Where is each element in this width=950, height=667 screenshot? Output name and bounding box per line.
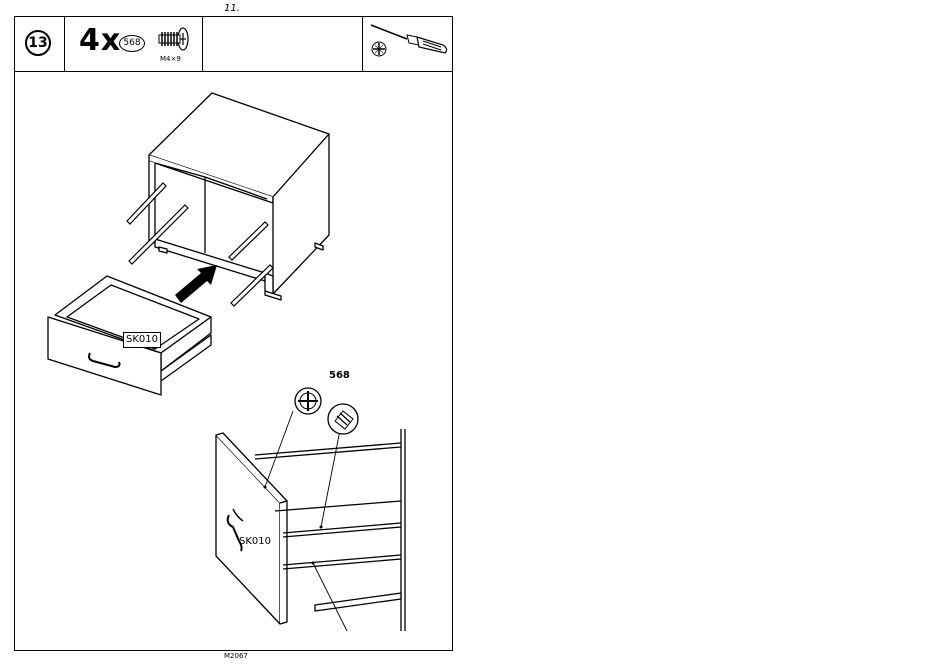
drawer-label: SK010 bbox=[123, 332, 161, 348]
detail-screw-head bbox=[295, 388, 321, 414]
instruction-frame: 13 4x 568 M4×9 bbox=[14, 16, 453, 651]
screw-size: M4×9 bbox=[160, 55, 181, 63]
detail-drawer-label: SK010 bbox=[239, 536, 271, 547]
insert-arrow-icon bbox=[175, 265, 217, 303]
step-number: 13 bbox=[25, 30, 51, 56]
screw-icon bbox=[155, 25, 189, 53]
runner-left-top bbox=[127, 183, 166, 224]
step-header: 13 4x 568 M4×9 bbox=[15, 17, 452, 72]
part-quantity: 4x bbox=[79, 23, 121, 58]
detail-runner bbox=[315, 593, 401, 611]
step-cell: 13 bbox=[15, 17, 65, 71]
parts-cell: 4x 568 M4×9 bbox=[65, 17, 203, 71]
document-code: M2067 bbox=[224, 652, 248, 660]
empty-cell bbox=[203, 17, 363, 71]
runner-right-top bbox=[229, 222, 268, 260]
tool-cell bbox=[363, 17, 452, 71]
detail-screw-body bbox=[328, 404, 358, 434]
part-number-badge: 568 bbox=[119, 35, 145, 52]
phillips-head-icon bbox=[371, 41, 387, 57]
assembly-drawing bbox=[15, 71, 452, 651]
page-number: 11. bbox=[224, 3, 240, 14]
detail-part-number: 568 bbox=[329, 370, 350, 381]
